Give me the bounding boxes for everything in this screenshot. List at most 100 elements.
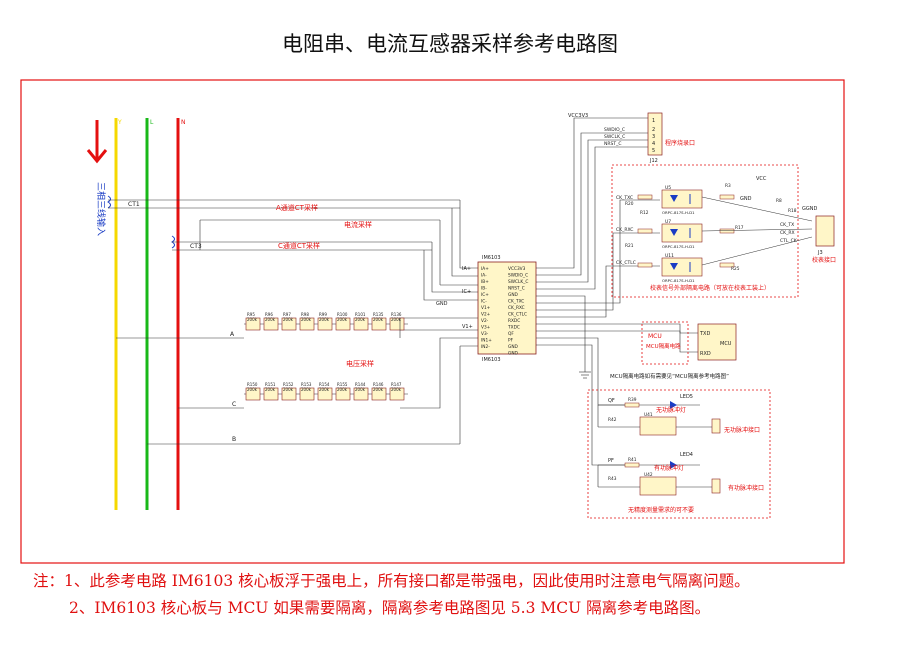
pulse-optocoupler	[639, 416, 677, 436]
j3-label: 校表接口	[812, 256, 836, 264]
j12-connector	[647, 112, 663, 156]
chip-right-pin: GND	[508, 351, 519, 357]
chip-left-pin: V1+	[481, 305, 491, 311]
note-line-2: 2、IM6103 核心板与 MCU 如果需要隔离，隔离参考电路图见 5.3 MC…	[69, 599, 711, 617]
pulse-optocoupler	[639, 476, 677, 496]
mcu-box-label: MCU隔离电路	[646, 342, 681, 350]
resistor-value: 200k	[247, 387, 258, 392]
chip-left-pin: IN2-	[481, 344, 490, 350]
opto-ref: U5	[665, 185, 671, 191]
svg-text:4: 4	[652, 141, 655, 147]
chip-left-pin: IB-	[481, 286, 487, 292]
chip-right-pin: SWDIO_C	[508, 273, 528, 279]
mcu-rxd: RXD	[700, 351, 711, 357]
pulse-led-p: LED4	[680, 452, 693, 458]
resistor-value: 200k	[391, 317, 402, 322]
opto-part-type: ORPC-817S-H-D1	[662, 244, 695, 249]
chip-ref: IM6103	[482, 255, 501, 261]
mcu-isolation-box	[641, 321, 689, 365]
notes-block: 注：1、此参考电路 IM6103 核心板浮于强电上，所有接口都是带强电，因此使用…	[33, 568, 893, 622]
chip-left-pin: IA+	[481, 266, 489, 272]
phase-label-y: Y	[117, 119, 122, 126]
j12-ref: J12	[649, 158, 658, 164]
chip-left-pin: V3+	[481, 325, 491, 331]
resistor-value: 200k	[373, 317, 384, 322]
opto-ref: U7	[665, 219, 671, 225]
resistor-ref: R154	[319, 382, 330, 387]
resistor	[335, 387, 351, 401]
resistor	[335, 317, 351, 331]
resistor-value: 200k	[265, 317, 276, 322]
resistor	[389, 317, 405, 331]
three-phase-input-label: 三相三线输入	[95, 182, 107, 236]
ct3-label: CT3	[190, 243, 202, 250]
chip-right-pin: TXDC	[507, 325, 520, 331]
io-label-gnd: GND	[436, 301, 448, 307]
chip-right-pin: CK_TXC	[508, 299, 524, 305]
resistor	[281, 317, 297, 331]
chip-left-pin: IC-	[481, 299, 487, 305]
j3-pin-tx: CK_TX	[780, 222, 794, 228]
resistor-ref: R146	[373, 382, 384, 387]
chip-right-pin: VCC3V3	[508, 266, 526, 272]
chip-left-pin: IB+	[481, 279, 489, 285]
chip-right-pin: CK_CTLC	[508, 312, 527, 318]
chip-name: IM6103	[482, 357, 501, 363]
pulse-led-icon	[670, 461, 677, 469]
resistor-ref: R135	[373, 312, 384, 317]
chip-left-pin: V2-	[481, 318, 489, 324]
resistor-ref: R136	[391, 312, 402, 317]
pulse-part-ref: R43	[608, 476, 617, 482]
opto-resistor-ref: R17	[735, 225, 744, 231]
opto-parts: U5ORPC-817S-H-D1U7ORPC-817S-H-D1U11ORPC-…	[625, 183, 813, 283]
io-label-ia-p: IA+	[462, 266, 471, 272]
j12-pin-swclk: SWCLK_C	[604, 134, 625, 140]
resistor	[371, 317, 387, 331]
opto-ref: U11	[665, 253, 674, 259]
resistor	[317, 317, 333, 331]
chip-left-pin: IA-	[481, 273, 487, 279]
opto-signal-ctl: CK_CTLC	[616, 260, 636, 266]
page-title: 电阻串、电流互感器采样参考电路图	[282, 32, 618, 56]
pulse-qf: QF	[608, 398, 615, 404]
resistor-value: 200k	[391, 387, 402, 392]
resistor	[353, 317, 369, 331]
resistor	[353, 387, 369, 401]
opto-resistor-ref: R20	[625, 201, 634, 207]
svg-text:2: 2	[652, 127, 655, 133]
opto-vcc: VCC	[756, 176, 767, 182]
pulse-output-box	[587, 389, 771, 519]
j12-pin-swdio: SWDIO_C	[604, 127, 625, 133]
pulse-part-ref: R41	[628, 457, 637, 463]
pulse-q-port: 无功脉冲接口	[724, 426, 760, 434]
pulse-p-port: 有功脉冲接口	[728, 484, 764, 492]
resistor	[263, 317, 279, 331]
pulse-q-label: 无功脉冲灯	[656, 406, 686, 414]
pulse-part-ref: R42	[608, 417, 617, 423]
opto-resistor-ref: R12	[640, 210, 649, 216]
resistor-ref: R96	[265, 312, 273, 317]
optocoupler	[661, 223, 703, 243]
svg-text:5: 5	[652, 148, 655, 154]
resistor-ref: R99	[319, 312, 327, 317]
pulse-led-icon	[670, 401, 677, 409]
opto-resistor-ref: R25	[731, 266, 740, 272]
resistor-ref: R100	[337, 312, 348, 317]
resistor	[245, 387, 261, 401]
resistor-value: 200k	[247, 317, 258, 322]
opto-resistor-ref: R8	[776, 198, 782, 204]
opto-signal-rx: CK_RXC	[616, 227, 633, 233]
node-label-a: A	[230, 331, 235, 338]
resistor	[371, 387, 387, 401]
resistor-string-a: R95200kR96200kR97200kR98200kR99200kR1002…	[244, 312, 408, 331]
gnd-symbol-chip	[579, 371, 591, 379]
opto-signal-tx: CK_TXC	[616, 195, 633, 201]
resistor-ref: R152	[283, 382, 294, 387]
resistor-value: 200k	[301, 317, 312, 322]
pulse-led-q: LED5	[680, 394, 693, 400]
resistor	[245, 317, 261, 331]
mcu-txd: TXD	[699, 331, 710, 337]
flow-arrow-icon	[86, 120, 108, 164]
resistor	[389, 387, 405, 401]
